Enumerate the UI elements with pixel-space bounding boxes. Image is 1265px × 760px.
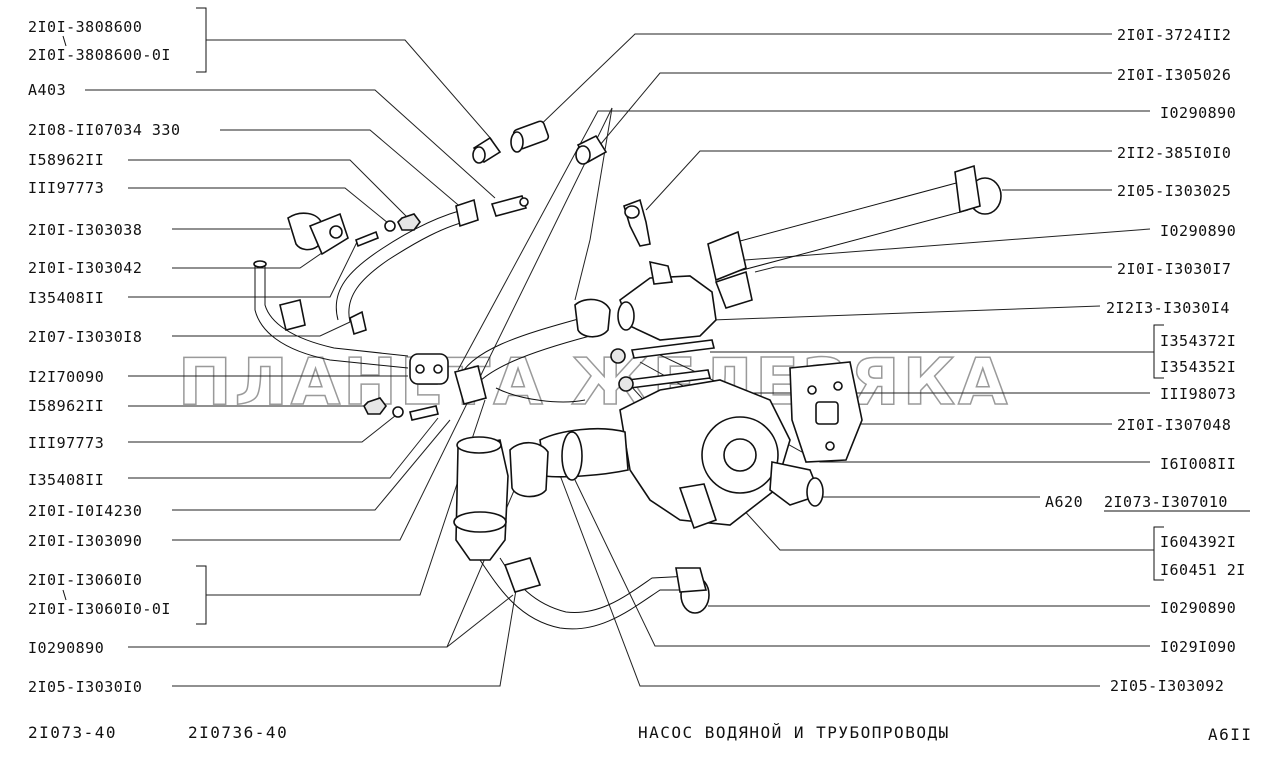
nut-a <box>397 213 421 231</box>
label-left-4: I58962II <box>28 151 104 169</box>
label-left-10: I2I70090 <box>28 368 104 386</box>
lower-hose <box>479 557 710 630</box>
label-right-3: 2II2-385I0I0 <box>1117 144 1231 162</box>
label-right-17: I0290890 <box>1160 599 1236 617</box>
washer-a <box>384 220 396 232</box>
upper-pipe <box>707 164 1002 309</box>
label-right-14: 2I073-I307010 <box>1104 493 1228 511</box>
tick-mark-1 <box>62 35 67 47</box>
fitting-plug-a <box>472 136 502 164</box>
label-right-19: 2I05-I303092 <box>1110 677 1224 695</box>
footer-model-2: 2I0736-40 <box>188 723 288 742</box>
label-left-13: I35408II <box>28 471 104 489</box>
short-hose <box>509 427 629 498</box>
label-left-5: III97773 <box>28 179 104 197</box>
label-left-1: 2I0I-3808600-0I <box>28 46 171 64</box>
pipe-left <box>253 260 409 369</box>
bracket-right-2 <box>1153 526 1164 581</box>
label-right-10: III98073 <box>1160 385 1236 403</box>
label-left-14: 2I0I-I0I4230 <box>28 502 142 520</box>
leader-lines <box>85 33 1154 687</box>
bracket-left-bottom <box>196 565 207 625</box>
label-left-8: I35408II <box>28 289 104 307</box>
thermostat-lower <box>453 436 509 561</box>
label-left-9: 2I07-I3030I8 <box>28 328 142 346</box>
label-left-18: I0290890 <box>28 639 104 657</box>
footer: 2I073-40 2I0736-40 НАСОС ВОДЯНОЙ И ТРУБО… <box>28 723 1253 744</box>
label-right-5: I0290890 <box>1160 222 1236 240</box>
nut-d <box>618 376 634 392</box>
label-left-0: 2I0I-3808600 <box>28 18 142 36</box>
label-right-7: 2I2I3-I3030I4 <box>1106 299 1230 317</box>
watermark-text: ПЛАНЕТА ЖЕЛЕЗЯКА <box>178 346 1011 420</box>
washer-b <box>392 406 404 418</box>
label-left-7: 2I0I-I303042 <box>28 259 142 277</box>
gasket-plate <box>789 361 863 463</box>
bracket-left-top <box>196 7 207 73</box>
label-right-8: I354372I <box>1160 332 1236 350</box>
bypass-pipe <box>454 298 611 405</box>
left-labels: 2I0I-3808600 2I0I-3808600-0I А403 2I08-I… <box>28 18 181 696</box>
label-left-17: 2I0I-I3060I0-0I <box>28 600 171 618</box>
stud-b <box>409 405 439 421</box>
heater-tube <box>335 198 479 323</box>
footer-sheet: А6II <box>1208 725 1253 744</box>
label-left-15: 2I0I-I303090 <box>28 532 142 550</box>
stud-a <box>355 230 379 248</box>
label-left-6: 2I0I-I303038 <box>28 221 142 239</box>
label-right-16: I60451 2I <box>1160 561 1246 579</box>
label-right-1: 2I0I-I305026 <box>1117 66 1231 84</box>
label-left-2: А403 <box>28 81 66 99</box>
thermostat-housing <box>617 260 717 341</box>
flange-plate <box>409 353 449 385</box>
label-right-18: I029I090 <box>1160 638 1236 656</box>
label-right-4: 2I05-I303025 <box>1117 182 1231 200</box>
elbow-flange <box>287 212 349 256</box>
stud-c <box>631 339 715 359</box>
nut-b <box>363 397 387 415</box>
label-left-19: 2I05-I3030I0 <box>28 678 142 696</box>
label-right-12: I6I008II <box>1160 455 1236 473</box>
label-left-16: 2I0I-I3060I0 <box>28 571 142 589</box>
label-right-0: 2I0I-3724II2 <box>1117 26 1231 44</box>
label-right-6: 2I0I-I3030I7 <box>1117 260 1231 278</box>
label-left-3: 2I08-II07034 330 <box>28 121 181 139</box>
label-right-13: А620 <box>1045 493 1083 511</box>
label-right-11: 2I0I-I307048 <box>1117 416 1231 434</box>
fitting-plug-b <box>575 134 608 165</box>
tick-mark-2 <box>62 589 67 601</box>
label-left-11: I58962II <box>28 397 104 415</box>
footer-model-1: 2I073-40 <box>28 723 117 742</box>
nipple <box>490 195 529 217</box>
label-left-12: III97773 <box>28 434 104 452</box>
fitting-sleeve <box>510 120 550 153</box>
label-right-2: I0290890 <box>1160 104 1236 122</box>
label-right-15: I604392I <box>1160 533 1236 551</box>
parts-drawing <box>253 120 1002 630</box>
right-labels: 2I0I-3724II2 2I0I-I305026 I0290890 2II2-… <box>1045 26 1246 695</box>
nut-c <box>610 348 626 364</box>
water-pump <box>619 379 824 530</box>
label-right-9: I354352I <box>1160 358 1236 376</box>
temp-sensor <box>623 198 651 247</box>
footer-title: НАСОС ВОДЯНОЙ И ТРУБОПРОВОДЫ <box>638 723 950 742</box>
